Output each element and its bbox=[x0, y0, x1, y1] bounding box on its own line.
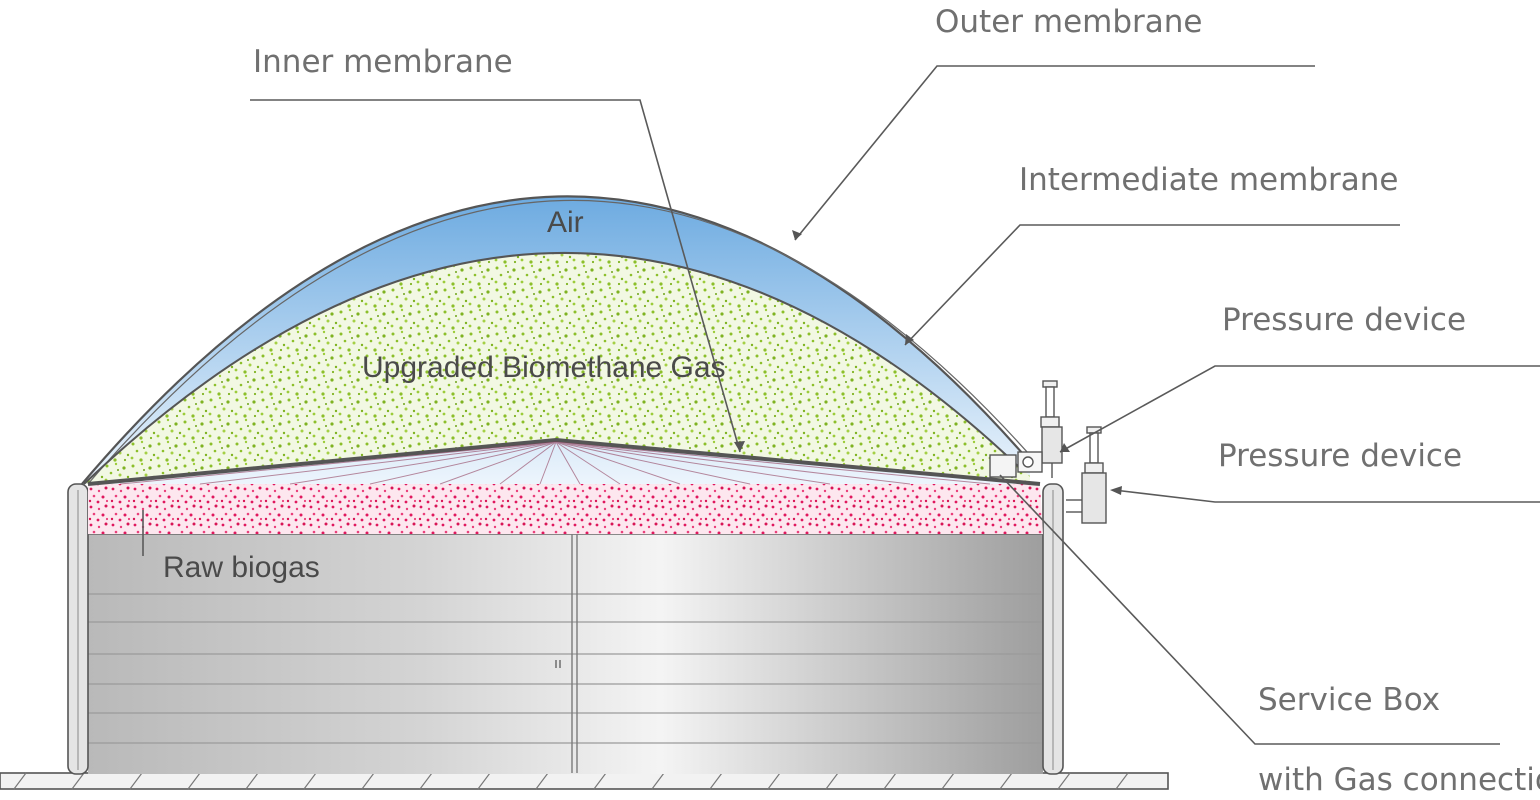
pressure-device-upper bbox=[1017, 380, 1063, 478]
pressure-device-lower bbox=[1066, 426, 1107, 524]
service-box-label: Service Box bbox=[1258, 682, 1440, 718]
air-zone-label: Air bbox=[547, 206, 584, 239]
intermediate-membrane-line bbox=[83, 251, 1021, 485]
intermediate-membrane-label: Intermediate membrane bbox=[1019, 162, 1398, 198]
ground-slab bbox=[0, 772, 1169, 790]
pressure-device-label-2: Pressure device bbox=[1218, 438, 1462, 474]
radial-supports bbox=[119, 441, 991, 485]
outer-membrane-line bbox=[81, 195, 1031, 485]
inner-membrane-label: Inner membrane bbox=[253, 44, 513, 80]
raw-biogas-zone-label: Raw biogas bbox=[163, 551, 320, 584]
outer-membrane-label: Outer membrane bbox=[935, 4, 1202, 40]
inner-membrane-line bbox=[87, 437, 1041, 486]
biomethane-zone-label: Upgraded Biomethane Gas bbox=[362, 351, 726, 384]
service-box bbox=[989, 454, 1017, 478]
gas-connection-label: with Gas connectio bbox=[1258, 762, 1540, 798]
pressure-device-label-1: Pressure device bbox=[1222, 302, 1466, 338]
outer-membrane-line-2 bbox=[87, 199, 1037, 485]
leader-lines bbox=[142, 65, 1540, 745]
